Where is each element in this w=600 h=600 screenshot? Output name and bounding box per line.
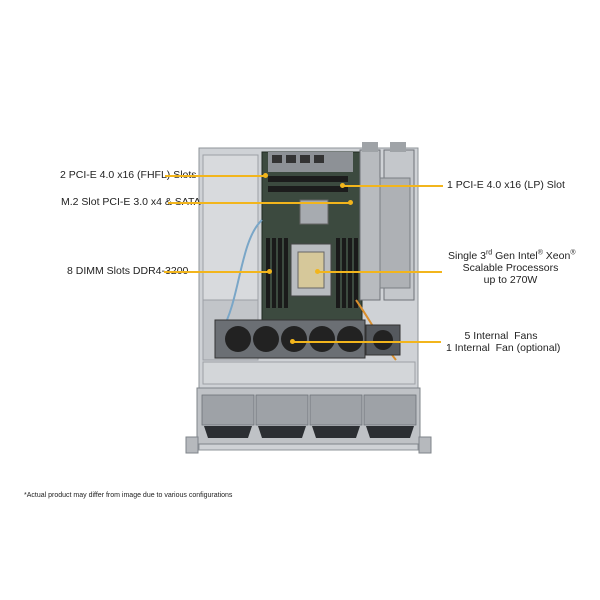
callout-fans-line2: 1 Internal Fan (optional): [446, 342, 561, 354]
callout-pcie-fhfl: 2 PCI-E 4.0 x16 (FHFL) Slots: [60, 169, 197, 181]
leader-line-pcie-fhfl: [165, 175, 266, 177]
leader-line-dimm-slots: [164, 271, 270, 273]
leader-line-pcie-lp: [343, 185, 443, 187]
callout-fans-line1: 5 Internal Fans: [464, 330, 538, 342]
callout-cpu: Single 3rd Gen Intel® Xeon® Scalable Pro…: [448, 249, 576, 287]
callout-m2-slot: M.2 Slot PCI-E 3.0 x4 & SATA: [61, 196, 201, 208]
leader-dot-pcie-fhfl: [263, 173, 268, 178]
drive-bays: [201, 394, 417, 426]
leader-line-m2-slot: [168, 202, 351, 204]
leader-dot-dimm-slots: [267, 269, 272, 274]
callout-pcie-lp: 1 PCI-E 4.0 x16 (LP) Slot: [447, 179, 565, 191]
leader-dot-cpu: [315, 269, 320, 274]
leader-line-fans: [293, 341, 441, 343]
leader-dot-m2-slot: [348, 200, 353, 205]
leader-dot-pcie-lp: [340, 183, 345, 188]
callout-fans: 5 Internal Fans 1 Internal Fan (optional…: [446, 330, 561, 354]
leader-dot-fans: [290, 339, 295, 344]
power-supply-1: [359, 149, 381, 301]
callout-cpu-line1: Single 3rd Gen Intel® Xeon®: [448, 249, 576, 263]
leader-line-cpu: [318, 271, 442, 273]
callout-cpu-line2: Scalable Processors: [462, 262, 559, 274]
callout-dimm-slots: 8 DIMM Slots DDR4-3200: [67, 265, 189, 277]
disclaimer-footnote: *Actual product may differ from image du…: [24, 492, 233, 499]
callout-cpu-line3: up to 270W: [483, 274, 538, 286]
